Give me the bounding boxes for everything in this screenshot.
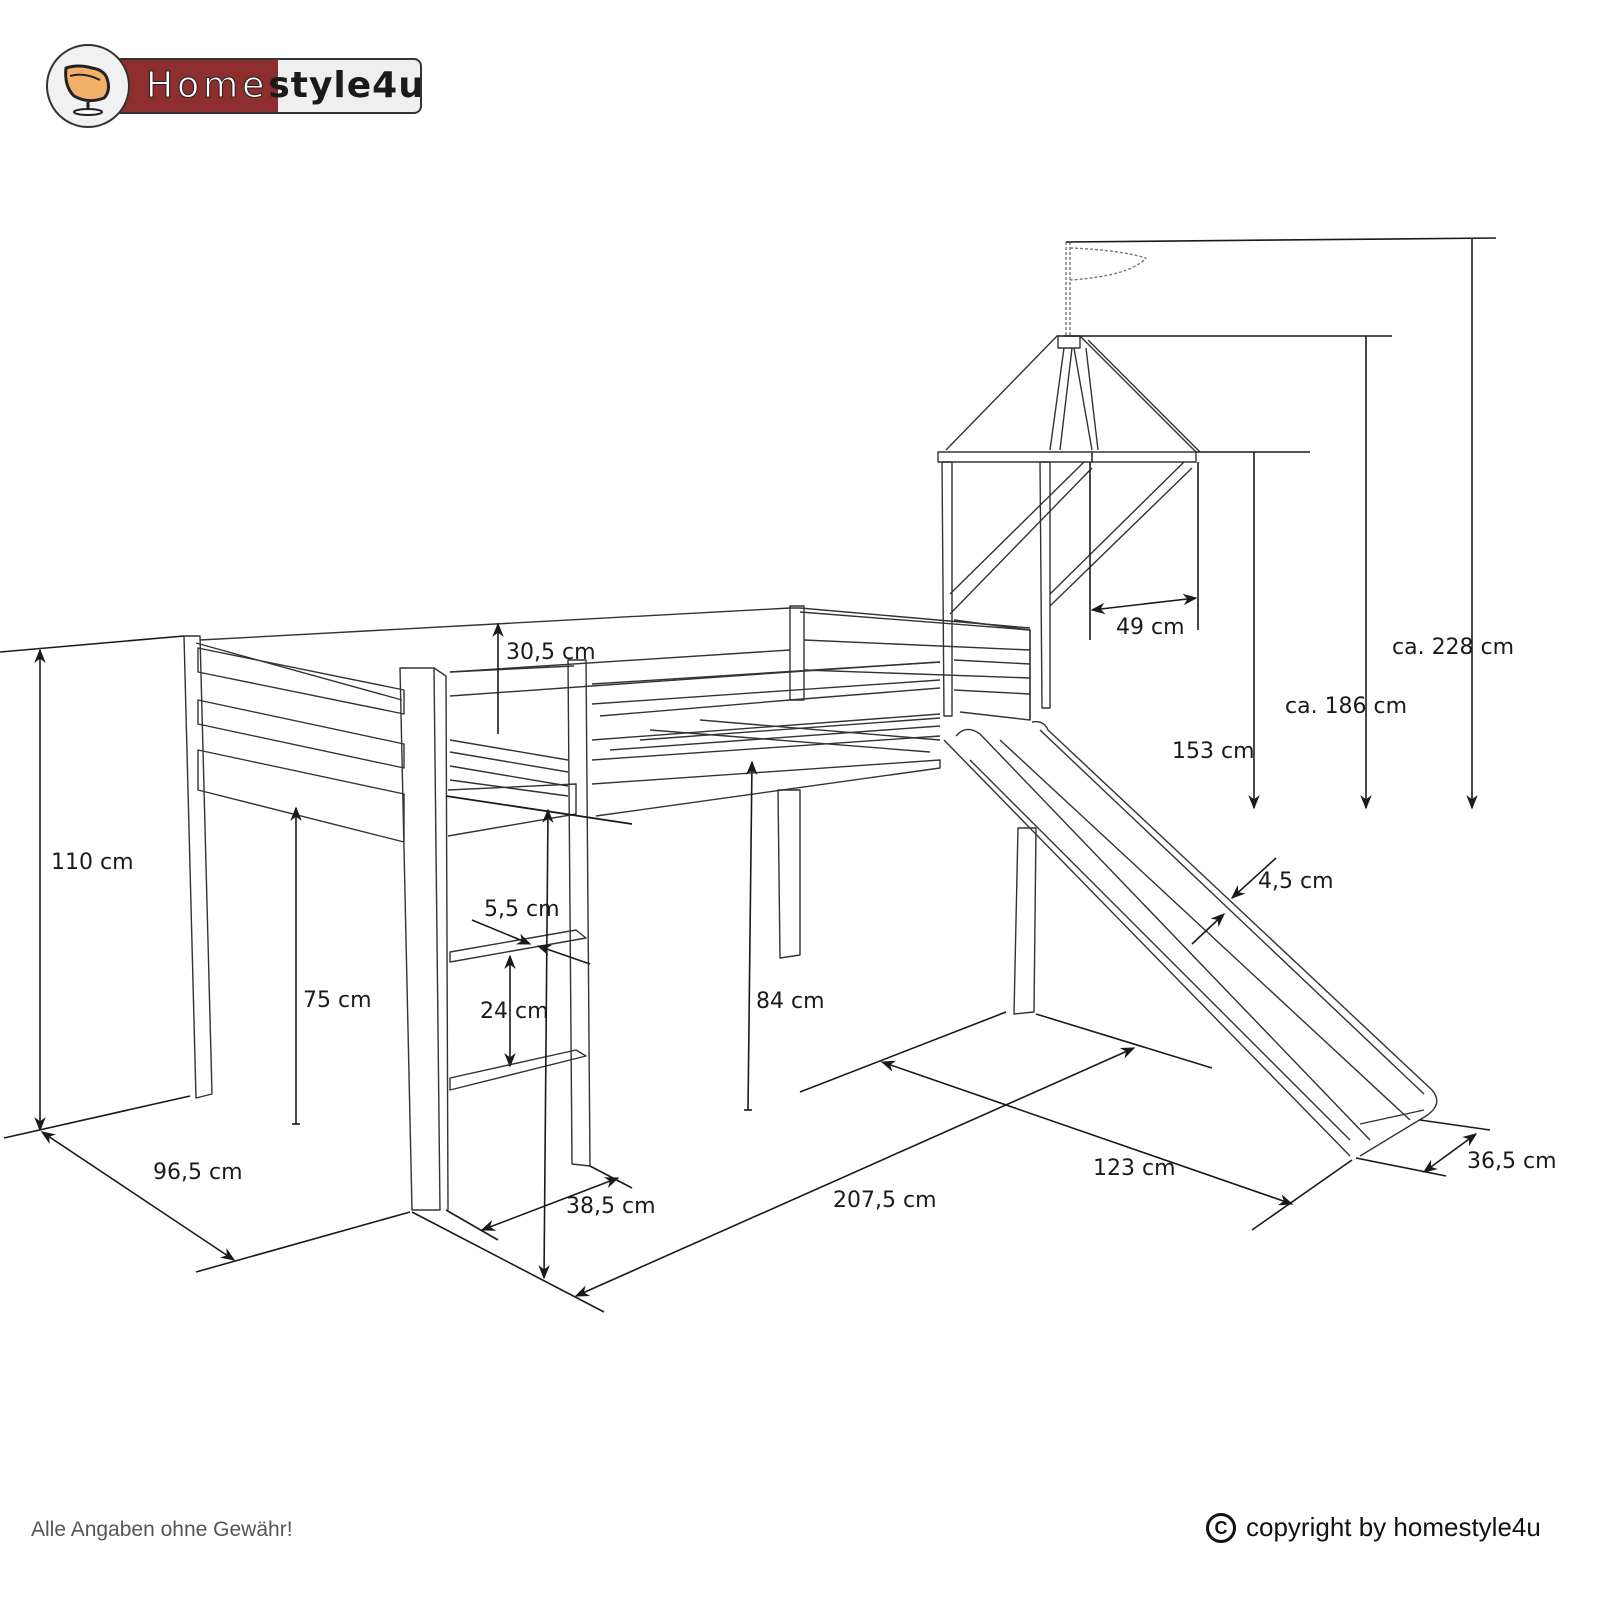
logo-wordmark-bar: Homestyle4u <box>106 58 422 114</box>
copyright-icon: C <box>1206 1512 1236 1543</box>
dim-bed-width: 96,5 cm <box>153 1160 243 1185</box>
disclaimer-text: Alle Angaben ohne Gewähr! <box>31 1518 293 1541</box>
dim-slide-rail-thickness: 4,5 cm <box>1258 869 1334 894</box>
dim-underbed-height: 75 cm <box>303 988 372 1013</box>
logo-red-band <box>108 60 278 112</box>
dim-ladder-rung-spacing: 24 cm <box>480 999 549 1024</box>
dim-tower-width: 49 cm <box>1116 615 1185 640</box>
dim-bed-length: 207,5 cm <box>833 1188 937 1213</box>
dim-ladder-rung-depth: 5,5 cm <box>484 897 560 922</box>
dim-slide-width: 36,5 cm <box>1467 1149 1557 1174</box>
dim-ladder-width: 38,5 cm <box>566 1194 656 1219</box>
dim-total-height: 110 cm <box>51 850 134 875</box>
logo-text-home: Home <box>145 65 269 106</box>
dim-slide-footprint: 123 cm <box>1093 1156 1176 1181</box>
dim-tower-platform-height: 153 cm <box>1172 739 1255 764</box>
dim-guardrail-height: 30,5 cm <box>506 640 596 665</box>
chair-logo-icon <box>46 44 130 128</box>
dim-tower-roof-height: ca. 186 cm <box>1285 694 1408 719</box>
copyright-text: copyright by homestyle4u <box>1246 1512 1541 1542</box>
copyright-notice: C copyright by homestyle4u <box>1206 1512 1541 1543</box>
brand-logo: Homestyle4u <box>46 44 436 130</box>
logo-wordmark: Homestyle4u <box>145 65 422 106</box>
dim-flag-height: ca. 228 cm <box>1392 635 1515 660</box>
dim-slat-height: 84 cm <box>756 989 825 1014</box>
logo-text-style4u: style4u <box>268 65 422 106</box>
